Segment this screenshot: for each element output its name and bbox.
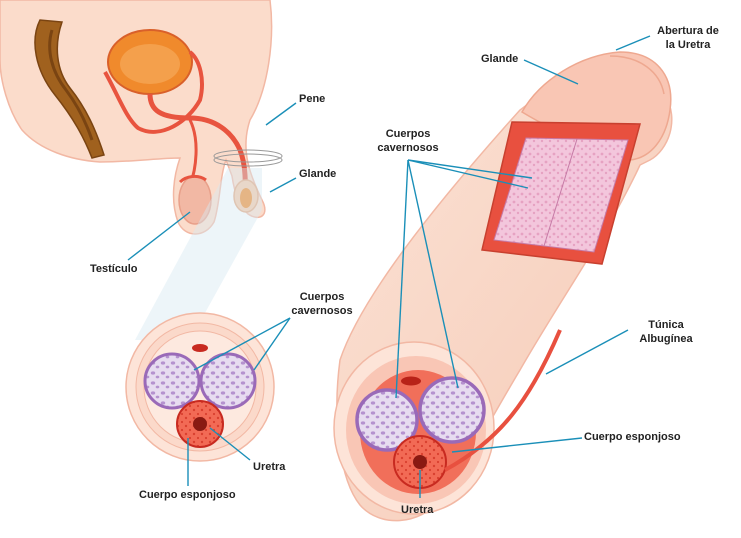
dorsal-vein-big <box>401 376 421 386</box>
label-uretra-cross: Uretra <box>253 461 286 473</box>
leader-glande-big <box>523 59 579 85</box>
label-glande-small: Glande <box>299 168 337 180</box>
leader-cc-cross-r <box>253 317 291 371</box>
section-cut-ring <box>213 149 283 163</box>
label-abertura-line2: la Uretra <box>665 39 711 51</box>
label-tunica-line2: Albugínea <box>639 333 693 345</box>
leader-esponjoso-big <box>451 437 583 453</box>
body-silhouette <box>0 0 273 235</box>
urethra-path <box>147 93 248 201</box>
label-testiculo: Testículo <box>90 263 138 275</box>
leader-cc-cross-l <box>193 317 291 371</box>
cross-section <box>125 312 275 462</box>
label-abertura-uretra: Abertura de la Uretra <box>648 24 728 52</box>
vas-deferens <box>103 50 204 134</box>
label-tunica-line1: Túnica <box>648 319 684 331</box>
cavernous-left <box>143 352 201 410</box>
leader-glande-small <box>269 177 297 193</box>
label-cc-cross-line2: cavernosos <box>291 305 353 317</box>
label-cc-cross-line1: Cuerpos <box>299 291 345 303</box>
cavernous-tissue-window <box>493 137 629 253</box>
projection-wedge <box>135 168 262 340</box>
label-pene: Pene <box>299 93 326 105</box>
urethra-cross <box>193 417 207 431</box>
cavernous-big-right <box>418 376 486 444</box>
leader-abertura <box>615 35 651 51</box>
leader-cc-big-1 <box>407 159 533 179</box>
label-cuerpos-cavernosos-cross: Cuerpos cavernosos <box>278 290 366 318</box>
label-abertura-line1: Abertura de <box>657 25 719 37</box>
label-cuerpo-esponjoso-cross: Cuerpo esponjoso <box>139 489 236 501</box>
dorsal-vein <box>192 344 208 352</box>
sagittal-section <box>0 0 283 235</box>
shaft-illustration <box>333 51 673 522</box>
bowel-inner <box>48 29 94 141</box>
leader-uretra-cross <box>209 427 251 461</box>
leader-tunica <box>545 329 629 375</box>
cavernous-big-left <box>355 388 419 452</box>
label-cc-big-line2: cavernosos <box>377 142 439 154</box>
label-tunica-albuginea: Túnica Albugínea <box>628 318 704 346</box>
leader-cc-big-3 <box>395 159 409 399</box>
leader-lines <box>127 35 651 498</box>
leader-pene <box>265 102 297 126</box>
label-cc-big-line1: Cuerpos <box>385 128 431 140</box>
label-glande-big: Glande <box>481 53 519 65</box>
urethra-big <box>413 455 427 469</box>
leader-cc-big-4 <box>407 159 459 389</box>
label-cuerpos-cavernosos-big: Cuerpos cavernosos <box>368 127 448 155</box>
leader-cc-big-2 <box>407 159 529 189</box>
cavernous-right <box>199 352 257 410</box>
label-uretra-big: Uretra <box>401 504 434 516</box>
leader-testiculo <box>127 211 191 261</box>
label-cuerpo-esponjoso-big: Cuerpo esponjoso <box>584 431 681 443</box>
